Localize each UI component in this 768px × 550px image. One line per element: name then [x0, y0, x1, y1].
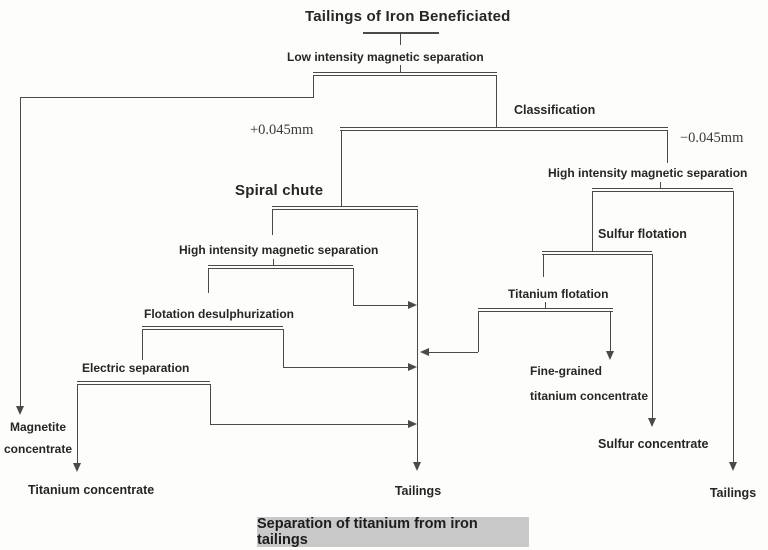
- arrow-tailings-right: [729, 462, 737, 471]
- connector-desulph-tail-1: [283, 329, 284, 367]
- arrow-sulfur-concentrate: [648, 418, 656, 427]
- bar-titanium-flotation: [478, 308, 613, 312]
- label-sulfur-flotation: Sulfur flotation: [598, 227, 687, 241]
- label-titanium-concentrate: Titanium concentrate: [28, 483, 155, 497]
- bar-electric-separation: [77, 381, 210, 385]
- arrow-hims-left-to-tailings: [408, 301, 417, 309]
- label-fine-grained-line1: Fine-grained: [530, 364, 603, 378]
- connector-hims-left-tail-2: [353, 305, 409, 306]
- diagram-caption: Separation of titanium from iron tailing…: [257, 516, 529, 548]
- connector-low-intensity-tick: [400, 65, 401, 72]
- arrow-magnetite: [16, 406, 24, 415]
- bar-flotation-desulphurization: [142, 326, 283, 330]
- connector-tailings-right-down: [733, 191, 734, 463]
- connector-spiral-left-down: [272, 209, 273, 235]
- connector-magnetite-1: [313, 75, 314, 97]
- title-underline: [363, 32, 439, 34]
- label-classification: Classification: [514, 103, 596, 117]
- bar-low-intensity: [313, 72, 497, 76]
- label-fine-fraction: −0.045mm: [680, 130, 744, 146]
- bar-classification: [340, 127, 668, 131]
- connector-hims-left-down: [208, 268, 209, 293]
- connector-fine-down: [667, 130, 668, 163]
- connector-magnetite-2: [20, 97, 314, 98]
- connector-tiflot-tail-2: [429, 352, 478, 353]
- connector-hims-right-down: [592, 191, 593, 252]
- label-titanium-flotation: Titanium flotation: [508, 287, 609, 301]
- connector-hims-left-tail-1: [353, 268, 354, 306]
- label-high-intensity-right: High intensity magnetic separation: [548, 166, 748, 180]
- label-low-intensity-magnetic-separation: Low intensity magnetic separation: [287, 50, 484, 64]
- label-coarse-fraction: +0.045mm: [250, 122, 314, 138]
- label-electric-separation: Electric separation: [82, 361, 190, 375]
- connector-coarse-down: [341, 130, 342, 206]
- diagram-title: Tailings of Iron Beneficiated: [305, 8, 511, 25]
- arrow-titanium-concentrate: [73, 463, 81, 472]
- connector-hims-left-tick: [273, 259, 274, 265]
- label-magnetite-concentrate-line2: concentrate: [3, 442, 73, 456]
- label-high-intensity-left: High intensity magnetic separation: [179, 243, 379, 257]
- connector-to-classification: [496, 75, 497, 127]
- connector-tiflot-tail-1: [478, 311, 479, 352]
- bar-high-intensity-right: [592, 188, 733, 192]
- connector-desulph-down: [142, 329, 143, 360]
- bar-high-intensity-left: [208, 265, 353, 269]
- connector-electric-tail-2: [210, 424, 409, 425]
- connector-title-down: [400, 34, 401, 45]
- label-sulfur-concentrate: Sulfur concentrate: [598, 437, 709, 451]
- arrow-tiflot-to-tailings: [420, 348, 429, 356]
- connector-tiflot-tick: [545, 302, 546, 308]
- connector-fine-grained-down: [610, 311, 611, 352]
- connector-sulfur-conc-down: [652, 254, 653, 419]
- connector-hims-right-tick: [660, 182, 661, 188]
- label-tailings-right: Tailings: [709, 486, 757, 500]
- label-tailings-center: Tailings: [394, 484, 442, 498]
- bar-spiral-chute: [272, 206, 418, 210]
- connector-magnetite-3: [20, 97, 21, 407]
- label-flotation-desulphurization: Flotation desulphurization: [144, 307, 294, 321]
- label-spiral-chute: Spiral chute: [235, 182, 324, 199]
- label-magnetite-concentrate-line1: Magnetite: [9, 420, 66, 434]
- connector-desulph-tail-2: [283, 367, 409, 368]
- connector-titanium-conc-down: [77, 384, 78, 464]
- bar-sulfur-flotation: [542, 251, 652, 255]
- arrow-desulph-to-tailings: [408, 363, 417, 371]
- arrow-fine-grained: [606, 351, 614, 360]
- connector-central-tailings: [417, 209, 418, 463]
- connector-sulfur-left-down: [543, 254, 544, 277]
- connector-electric-tail-1: [210, 384, 211, 424]
- arrow-electric-to-tailings: [408, 420, 417, 428]
- arrow-tailings-center: [413, 462, 421, 471]
- label-fine-grained-line2: titanium concentrate: [530, 389, 649, 403]
